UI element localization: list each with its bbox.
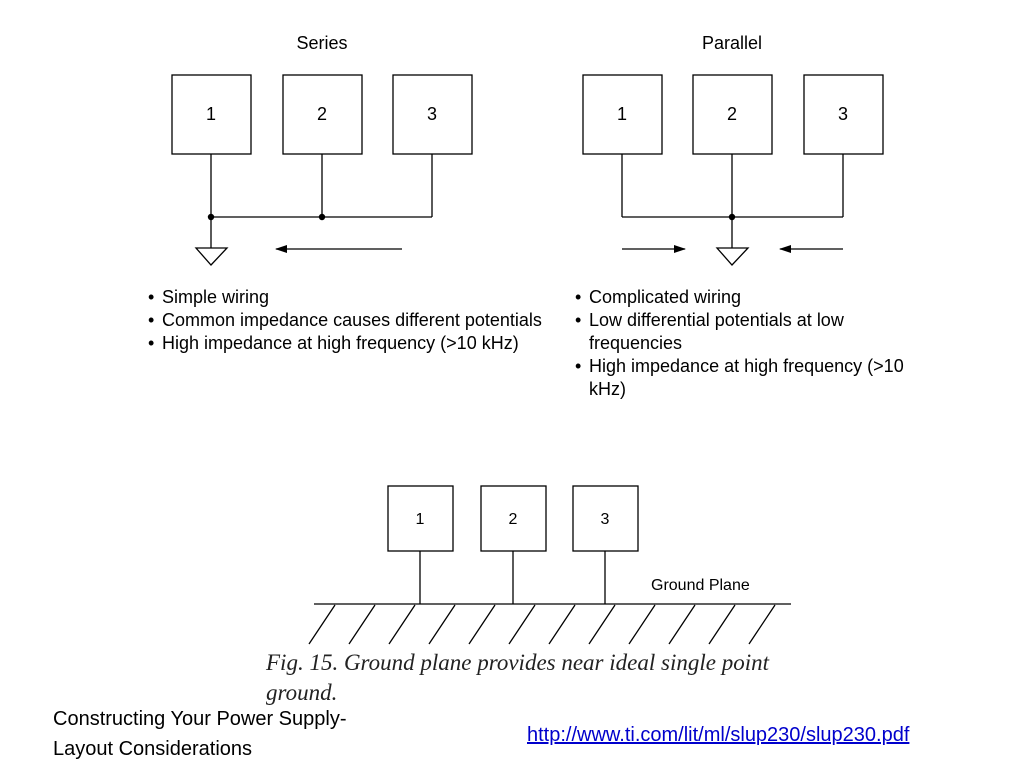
series-title: Series (296, 33, 347, 53)
ground-plane-wires (419, 551, 606, 604)
series-box-2: 2 (282, 74, 363, 155)
parallel-box-1: 1 (582, 74, 663, 155)
hatch-mark (388, 604, 416, 645)
svg-text:1: 1 (617, 104, 627, 124)
svg-text:1: 1 (206, 104, 216, 124)
footer-title-line1: Constructing Your Power Supply- (53, 708, 347, 730)
parallel-bullet-list: Complicated wiring Low differential pote… (575, 286, 920, 401)
series-box-3: 3 (392, 74, 473, 155)
parallel-ground-symbol (715, 247, 750, 266)
parallel-bullet: Complicated wiring (575, 286, 920, 309)
parallel-wiring (621, 154, 844, 248)
svg-text:2: 2 (317, 104, 327, 124)
hatch-mark (748, 604, 776, 645)
hatch-mark (548, 604, 576, 645)
svg-text:3: 3 (427, 104, 437, 124)
series-bullet: High impedance at high frequency (>10 kH… (148, 332, 548, 355)
parallel-box-2: 2 (692, 74, 773, 155)
hatch-mark (508, 604, 536, 645)
hatch-mark (588, 604, 616, 645)
series-box-1: 1 (171, 74, 252, 155)
ground-plane-label: Ground Plane (651, 577, 750, 594)
parallel-bullet: High impedance at high frequency (>10 kH… (575, 355, 920, 401)
ground-plane-box-2: 2 (480, 485, 547, 552)
slide-footer-title: Constructing Your Power Supply- Layout C… (53, 704, 347, 764)
hatch-mark (348, 604, 376, 645)
svg-text:3: 3 (601, 511, 610, 528)
svg-text:2: 2 (727, 104, 737, 124)
parallel-bullet: Low differential potentials at low frequ… (575, 309, 920, 355)
series-bullet: Common impedance causes different potent… (148, 309, 548, 332)
hatch-mark (708, 604, 736, 645)
svg-text:2: 2 (509, 511, 518, 528)
parallel-box-3: 3 (803, 74, 884, 155)
svg-text:1: 1 (416, 511, 425, 528)
ground-plane-hatching (308, 604, 776, 645)
svg-text:3: 3 (838, 104, 848, 124)
source-link[interactable]: http://www.ti.com/lit/ml/slup230/slup230… (527, 724, 910, 746)
footer-title-line2: Layout Considerations (53, 738, 253, 760)
series-ground-symbol (194, 247, 229, 266)
hatch-mark (428, 604, 456, 645)
ground-plane-box-3: 3 (572, 485, 639, 552)
series-bullet: Simple wiring (148, 286, 548, 309)
hatch-mark (668, 604, 696, 645)
figure-caption: Fig. 15. Ground plane provides near idea… (266, 650, 769, 705)
series-wiring (207, 154, 433, 248)
series-bullet-list: Simple wiring Common impedance causes di… (148, 286, 548, 355)
parallel-title: Parallel (702, 33, 762, 53)
hatch-mark (468, 604, 496, 645)
hatch-mark (628, 604, 656, 645)
ground-plane-box-1: 1 (387, 485, 454, 552)
hatch-mark (308, 604, 336, 645)
